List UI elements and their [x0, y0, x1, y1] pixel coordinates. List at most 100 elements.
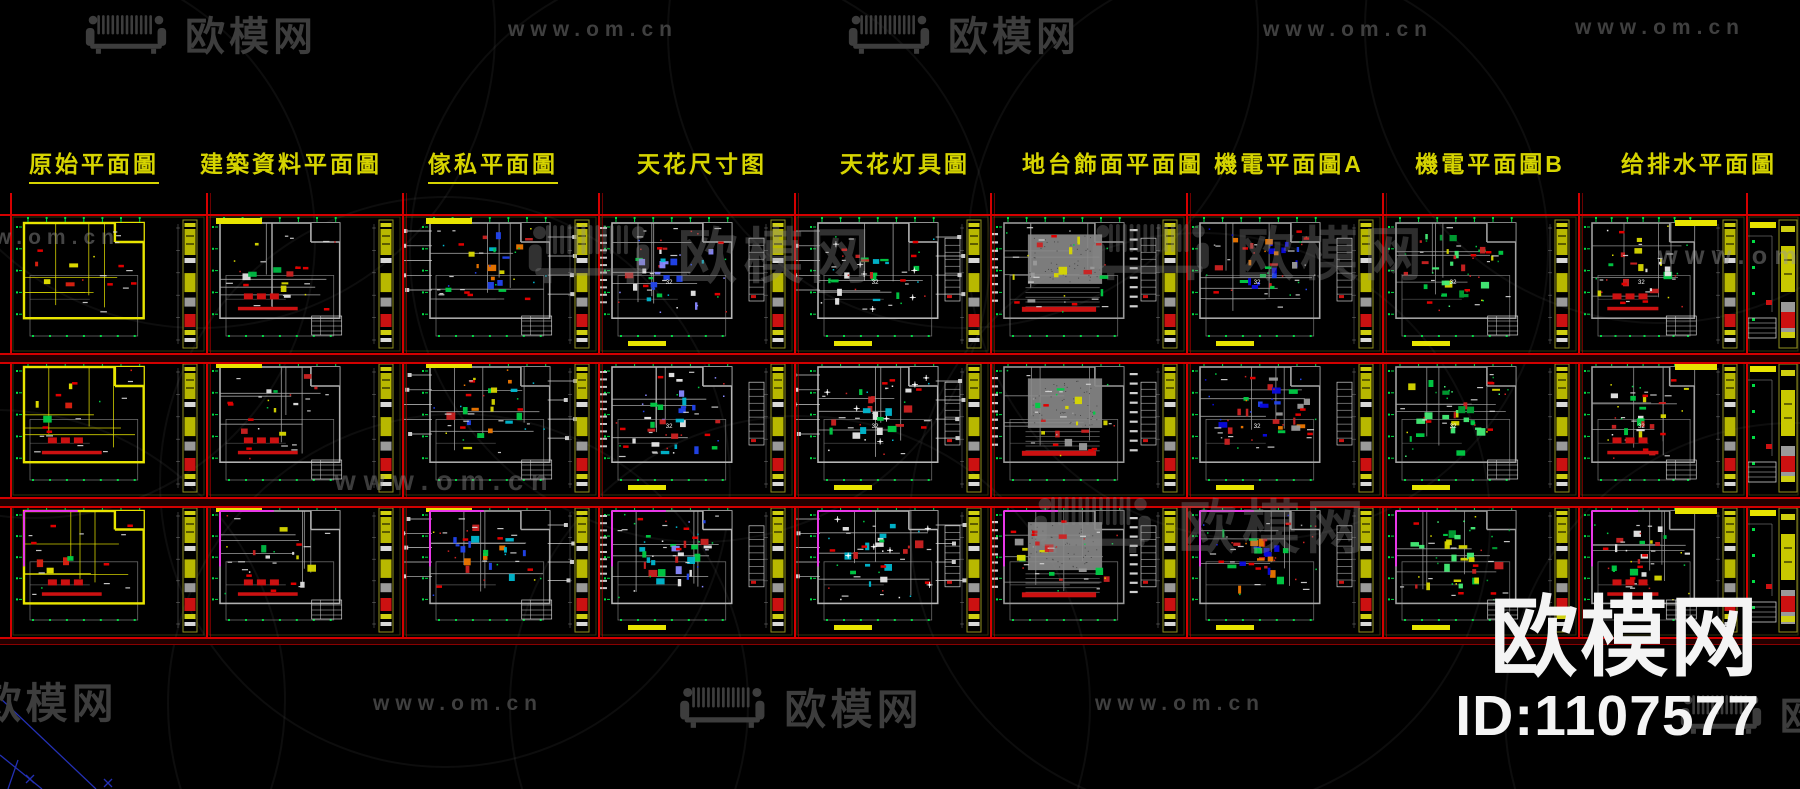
sheet-label-1: 原始平面圖 [29, 145, 159, 184]
grid-vline [10, 193, 12, 643]
plan-drawing-ceiling-dims [600, 504, 793, 636]
plan-drawing-edge-sliver [1748, 216, 1799, 352]
grid-vline [1382, 193, 1384, 643]
sheet-cell-r3c2[interactable] [208, 504, 401, 636]
plan-drawing-furniture [404, 360, 597, 496]
grid-hline [0, 637, 1800, 645]
grid-vline [1578, 193, 1580, 643]
grid-vline [794, 193, 796, 643]
sheet-cell-r2c3[interactable] [404, 360, 597, 496]
sheet-cell-r2c5[interactable]: 32 [796, 360, 989, 496]
plan-drawing-ceiling-lights: 32 [796, 216, 989, 352]
sheet-label-3: 傢私平面圖 [428, 145, 558, 184]
svg-text:32: 32 [1638, 424, 1645, 430]
sheet-cell-r1c6[interactable] [992, 216, 1185, 352]
sheet-cell-r3c8[interactable] [1384, 504, 1577, 636]
svg-text:32: 32 [872, 280, 879, 286]
sheet-label-9: 给排水平面圖 [1621, 151, 1777, 177]
sheet-cell-r1c8[interactable]: 32 [1384, 216, 1577, 352]
svg-text:32: 32 [1450, 424, 1457, 430]
sheet-cell-r2c7[interactable]: 32 [1188, 360, 1381, 496]
plan-drawing-edge-sliver [1748, 360, 1799, 496]
sheet-cell-r2c1[interactable] [12, 360, 205, 496]
plan-drawing-ceiling-lights: 32 [796, 360, 989, 496]
plan-drawing-me-plan-a [1188, 504, 1381, 636]
plan-drawing-plumbing: 32 [1580, 216, 1745, 352]
grid-vline [406, 193, 407, 643]
plan-drawing-plumbing [1580, 504, 1745, 636]
plan-drawing-ceiling-dims: 32 [600, 360, 793, 496]
sheet-cell-r3c4[interactable] [600, 504, 793, 636]
plan-drawing-original [12, 216, 205, 352]
grid-hline [0, 497, 1800, 508]
plan-drawing-ceiling-dims: 32 [600, 216, 793, 352]
sheet-label-6: 地台飾面平面圖 [1022, 151, 1204, 177]
grid-vline [602, 193, 603, 643]
plan-drawing-construction [208, 504, 401, 636]
grid-vline [994, 193, 995, 643]
plan-drawing-furniture [404, 216, 597, 352]
plan-drawing-me-plan-b: 32 [1384, 216, 1577, 352]
plan-drawing-plumbing: 32 [1580, 360, 1745, 496]
plan-drawing-me-plan-b: 32 [1384, 360, 1577, 496]
sheet-cell-r1c5[interactable]: 32 [796, 216, 989, 352]
sheet-cell-r3c1[interactable] [12, 504, 205, 636]
plan-drawing-original [12, 504, 205, 636]
sheet-cell-r1c9[interactable]: 32 [1580, 216, 1745, 352]
sheet-label-4: 天花尺寸图 [637, 151, 767, 177]
svg-text:32: 32 [872, 424, 879, 430]
sheet-label-2: 建築資料平面圖 [200, 151, 382, 177]
grid-vline [1582, 193, 1583, 643]
sheet-cell-r1c10[interactable] [1748, 216, 1799, 352]
sheet-cell-r3c3[interactable] [404, 504, 597, 636]
grid-vline [798, 193, 799, 643]
plan-drawing-me-plan-a: 32 [1188, 216, 1381, 352]
plan-drawing-construction [208, 360, 401, 496]
sheet-cell-r3c7[interactable] [1188, 504, 1381, 636]
plan-drawing-me-plan-b [1384, 504, 1577, 636]
grid-vline [1386, 193, 1387, 643]
grid-hline [0, 214, 1800, 216]
svg-text:32: 32 [1254, 424, 1261, 430]
sheet-cell-r3c6[interactable] [992, 504, 1185, 636]
sheet-cell-r1c1[interactable] [12, 216, 205, 352]
sheet-cell-r1c4[interactable]: 32 [600, 216, 793, 352]
sheet-label-5: 天花灯具圖 [840, 151, 970, 177]
grid-vline [402, 193, 404, 643]
sheet-cell-r3c5[interactable] [796, 504, 989, 636]
grid-vline [210, 193, 211, 643]
sheet-cell-r1c7[interactable]: 32 [1188, 216, 1381, 352]
sheet-cell-r2c4[interactable]: 32 [600, 360, 793, 496]
grid-hline [0, 353, 1800, 364]
plan-drawing-furniture [404, 504, 597, 636]
svg-text:32: 32 [1450, 280, 1457, 286]
plan-drawing-floor-finish [992, 360, 1185, 496]
grid-vline [1186, 193, 1188, 643]
site-id-text: ID:1107577 [1455, 684, 1760, 748]
stray-blue-lines [0, 697, 113, 789]
sheet-cell-r2c6[interactable] [992, 360, 1185, 496]
plan-drawing-floor-finish [992, 216, 1185, 352]
grid-vline [206, 193, 208, 643]
svg-text:32: 32 [1638, 280, 1645, 286]
grid-vline [1746, 193, 1748, 643]
sheet-cell-r1c2[interactable] [208, 216, 401, 352]
sheet-cell-r2c2[interactable] [208, 360, 401, 496]
sheet-cell-r2c9[interactable]: 32 [1580, 360, 1745, 496]
plan-drawing-ceiling-lights [796, 504, 989, 636]
sheet-cell-r2c10[interactable] [1748, 360, 1799, 496]
plan-drawing-me-plan-a: 32 [1188, 360, 1381, 496]
svg-text:32: 32 [666, 280, 673, 286]
grid-vline [990, 193, 992, 643]
sheet-cell-r1c3[interactable] [404, 216, 597, 352]
site-logo-text: 欧模网 [1489, 588, 1760, 687]
sheet-cell-r2c8[interactable]: 32 [1384, 360, 1577, 496]
plan-drawing-construction [208, 216, 401, 352]
grid-vline [598, 193, 600, 643]
grid-vline [1190, 193, 1191, 643]
plan-drawing-original [12, 360, 205, 496]
site-badge: 欧模网 ID:1107577 [1455, 594, 1760, 745]
plan-drawing-floor-finish [992, 504, 1185, 636]
svg-text:32: 32 [1254, 280, 1261, 286]
sheet-cell-r3c9[interactable] [1580, 504, 1745, 636]
